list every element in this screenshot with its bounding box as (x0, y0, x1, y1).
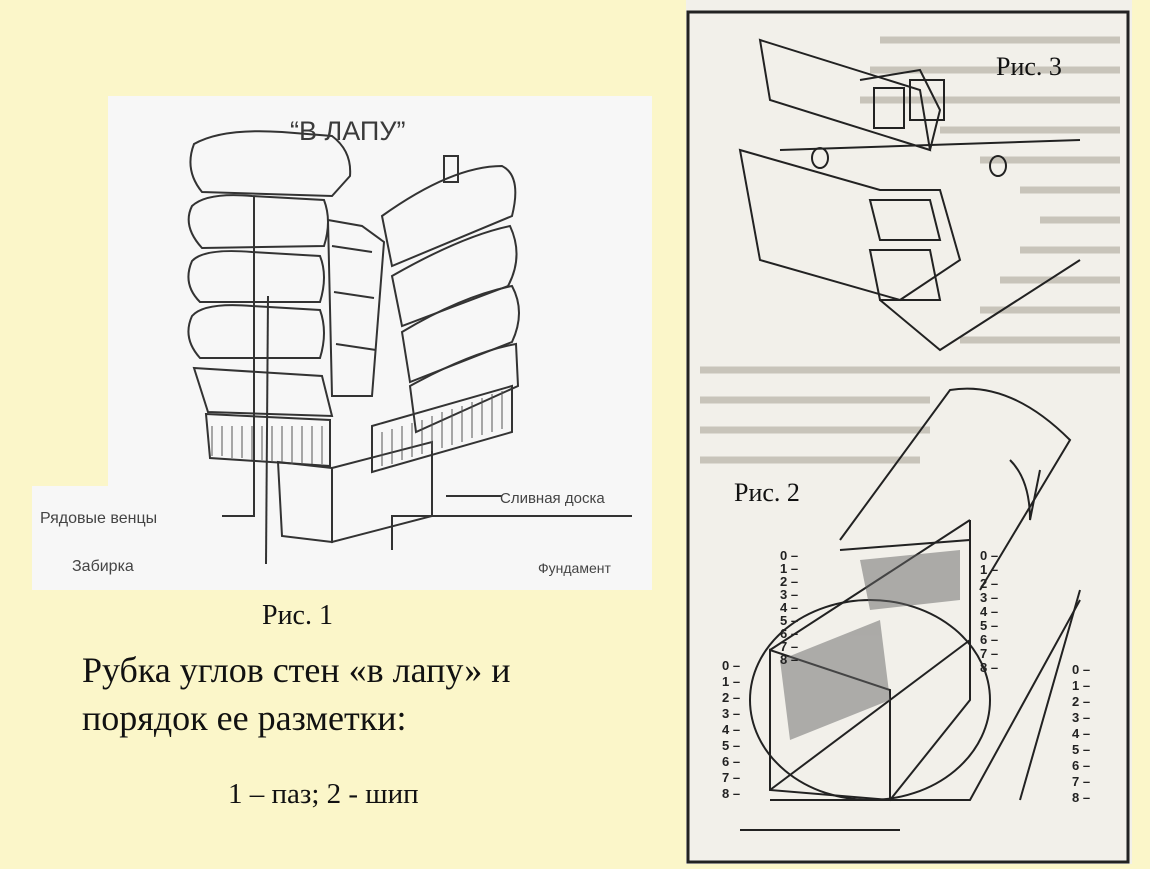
scale-left-upper: 0 –1 –2 –3 –4 –5 –6 –7 –8 – (780, 548, 798, 667)
scale-tick-label: 8 – (980, 660, 998, 675)
scale-tick-label: 0 – (980, 548, 998, 563)
scale-tick-label: 6 – (980, 632, 998, 647)
scale-tick-label: 5 – (780, 613, 798, 628)
scale-tick-label: 2 – (780, 574, 798, 589)
main-caption-line-2: порядок ее разметки: (82, 698, 407, 738)
figure-1-title: “В ЛАПУ” (290, 116, 406, 146)
scale-tick-label: 2 – (722, 690, 740, 705)
caption-ris-2: Рис. 2 (734, 478, 800, 507)
scale-tick-label: 5 – (1072, 742, 1090, 757)
scale-tick-label: 1 – (780, 561, 798, 576)
scale-tick-label: 8 – (1072, 790, 1090, 805)
scale-tick-label: 7 – (1072, 774, 1090, 789)
scale-tick-label: 1 – (722, 674, 740, 689)
scale-tick-label: 7 – (722, 770, 740, 785)
scale-tick-label: 3 – (780, 587, 798, 602)
scale-tick-label: 5 – (722, 738, 740, 753)
scale-tick-label: 7 – (780, 639, 798, 654)
scale-tick-label: 2 – (980, 576, 998, 591)
log-corner-drawing (32, 96, 652, 590)
legend-text: 1 – паз; 2 - шип (228, 778, 419, 810)
scale-tick-label: 1 – (1072, 678, 1090, 693)
scale-tick-label: 4 – (980, 604, 998, 619)
scale-tick-label: 0 – (722, 658, 740, 673)
figure-1-log-corner: “В ЛАПУ” Рядовые венцы Забирка Сливная д… (32, 96, 652, 590)
main-caption-line-1: Рубка углов стен «в лапу» и (82, 650, 511, 690)
scale-right-upper: 0 –1 –2 –3 –4 –5 –6 –7 –8 – (980, 548, 998, 675)
scale-tick-label: 0 – (780, 548, 798, 563)
label-fundament: Фундамент (538, 560, 611, 576)
scale-tick-label: 2 – (1072, 694, 1090, 709)
scale-tick-label: 8 – (780, 652, 798, 667)
scale-left-lower: 0 –1 –2 –3 –4 –5 –6 –7 –8 – (722, 658, 740, 801)
label-ryadovye-vency: Рядовые венцы (40, 510, 158, 527)
scale-tick-label: 4 – (722, 722, 740, 737)
scale-tick-label: 4 – (1072, 726, 1090, 741)
figure-2-3-scan: 0 –1 –2 –3 –4 –5 –6 –7 –8 – 0 –1 –2 –3 –… (680, 0, 1134, 864)
scale-tick-label: 8 – (722, 786, 740, 801)
scale-tick-label: 6 – (1072, 758, 1090, 773)
scale-tick-label: 4 – (780, 600, 798, 615)
main-caption: Рубка углов стен «в лапу» и порядок ее р… (82, 646, 642, 742)
label-zabirka: Забирка (72, 558, 134, 575)
label-slivnaya-doska: Сливная доска (500, 490, 605, 507)
scale-tick-label: 6 – (780, 626, 798, 641)
scale-tick-label: 7 – (980, 646, 998, 661)
log-marking-drawing: 0 –1 –2 –3 –4 –5 –6 –7 –8 – 0 –1 –2 –3 –… (686, 0, 1132, 864)
scale-right-lower: 0 –1 –2 –3 –4 –5 –6 –7 –8 – (1072, 662, 1090, 805)
caption-ris-3: Рис. 3 (996, 52, 1062, 81)
caption-ris-1: Рис. 1 (262, 600, 333, 631)
scale-tick-label: 5 – (980, 618, 998, 633)
scale-tick-label: 3 – (722, 706, 740, 721)
scale-tick-label: 3 – (1072, 710, 1090, 725)
scale-tick-label: 1 – (980, 562, 998, 577)
scale-tick-label: 0 – (1072, 662, 1090, 677)
scale-tick-label: 3 – (980, 590, 998, 605)
scale-tick-label: 6 – (722, 754, 740, 769)
